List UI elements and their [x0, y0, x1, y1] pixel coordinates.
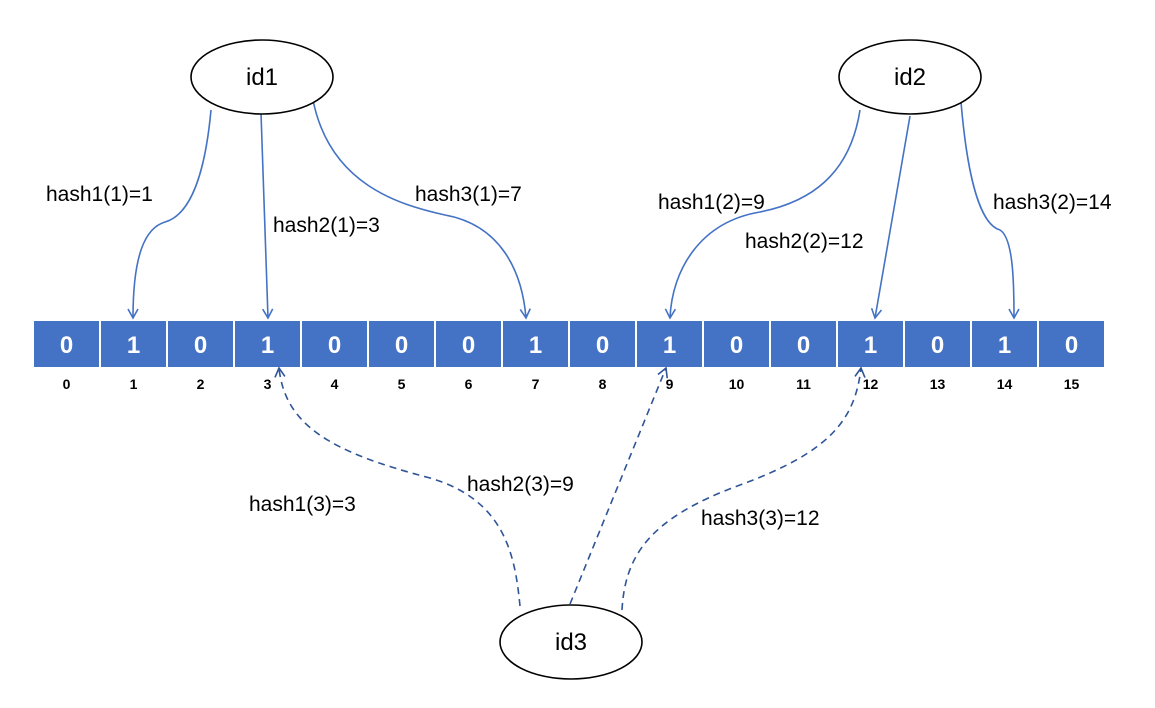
bit-index-label: 8: [599, 376, 607, 392]
bit-cell: [436, 321, 501, 367]
edge-id1-hash2: [260, 112, 274, 320]
bit-value: 0: [194, 332, 207, 359]
bit-value: 0: [797, 332, 810, 359]
edge-id2-hash3: [960, 101, 1020, 320]
edge-label-id2-hash2: hash2(2)=12: [745, 230, 864, 253]
bit-index-label: 1: [130, 376, 138, 392]
bit-value: 0: [395, 332, 408, 359]
bit-cell: [101, 321, 166, 367]
edge-id1-hash1: [127, 109, 212, 320]
bit-value: 0: [462, 332, 475, 359]
bit-cell: [771, 321, 836, 367]
bit-index-label: 15: [1064, 376, 1080, 392]
node-id2: id2: [838, 39, 982, 115]
bit-index-label: 13: [930, 376, 946, 392]
edge-label-id3-hash1: hash1(3)=3: [249, 493, 356, 516]
bit-index-label: 3: [264, 376, 272, 392]
edge-label-id2-hash3: hash3(2)=14: [993, 191, 1112, 214]
bit-cell: [570, 321, 635, 367]
bit-cell: [838, 321, 903, 367]
edge-id3-hash3: [621, 366, 866, 611]
edge-label-id1-hash2: hash2(1)=3: [273, 214, 380, 237]
bit-value: 1: [663, 332, 676, 359]
bit-index-label: 14: [997, 376, 1013, 392]
edge-id3-hash2: [569, 366, 669, 605]
bit-value: 1: [127, 332, 140, 359]
node-id2-label: id2: [894, 64, 926, 91]
bit-value: 0: [60, 332, 73, 359]
bit-value: 1: [998, 332, 1011, 359]
bit-value: 0: [596, 332, 609, 359]
edge-label-id1-hash1: hash1(1)=1: [46, 183, 153, 206]
bit-cell: [235, 321, 300, 367]
bit-value: 0: [931, 332, 944, 359]
bit-index-label: 7: [532, 376, 540, 392]
bit-index-label: 9: [666, 376, 674, 392]
bit-value: 1: [261, 332, 274, 359]
bit-cell: [168, 321, 233, 367]
node-id3: id3: [499, 604, 643, 680]
edge-label-id3-hash3: hash3(3)=12: [701, 507, 820, 530]
bit-cell: [1039, 321, 1104, 367]
bit-cell: [369, 321, 434, 367]
bit-cell: [34, 321, 99, 367]
bit-value: 0: [328, 332, 341, 359]
bit-value: 1: [864, 332, 877, 359]
bit-index-label: 2: [197, 376, 205, 392]
bit-cell: [637, 321, 702, 367]
bit-index-label: 4: [331, 376, 339, 392]
bit-value: 0: [1065, 332, 1078, 359]
node-id1: id1: [190, 39, 334, 115]
bit-cell: [503, 321, 568, 367]
bit-index-label: 10: [729, 376, 745, 392]
node-id1-label: id1: [246, 64, 278, 91]
bit-cell: [302, 321, 367, 367]
bit-cell: [972, 321, 1037, 367]
edge-id2-hash2: [870, 115, 911, 320]
bit-index-label: 6: [465, 376, 473, 392]
bit-index-label: 5: [398, 376, 406, 392]
edge-id2-hash1: [664, 109, 861, 320]
edge-id3-hash1: [274, 366, 521, 607]
edge-id1-hash3: [312, 99, 531, 320]
bit-index-label: 12: [863, 376, 879, 392]
bit-value: 0: [730, 332, 743, 359]
edge-label-id3-hash2: hash2(3)=9: [467, 473, 574, 496]
edge-label-id1-hash3: hash3(1)=7: [415, 183, 522, 206]
bit-index-label: 0: [63, 376, 71, 392]
edge-label-id2-hash1: hash1(2)=9: [658, 191, 765, 214]
bit-value: 1: [529, 332, 542, 359]
node-id3-label: id3: [555, 629, 587, 656]
bit-cell: [704, 321, 769, 367]
bit-cell: [905, 321, 970, 367]
bit-index-label: 11: [796, 376, 811, 392]
